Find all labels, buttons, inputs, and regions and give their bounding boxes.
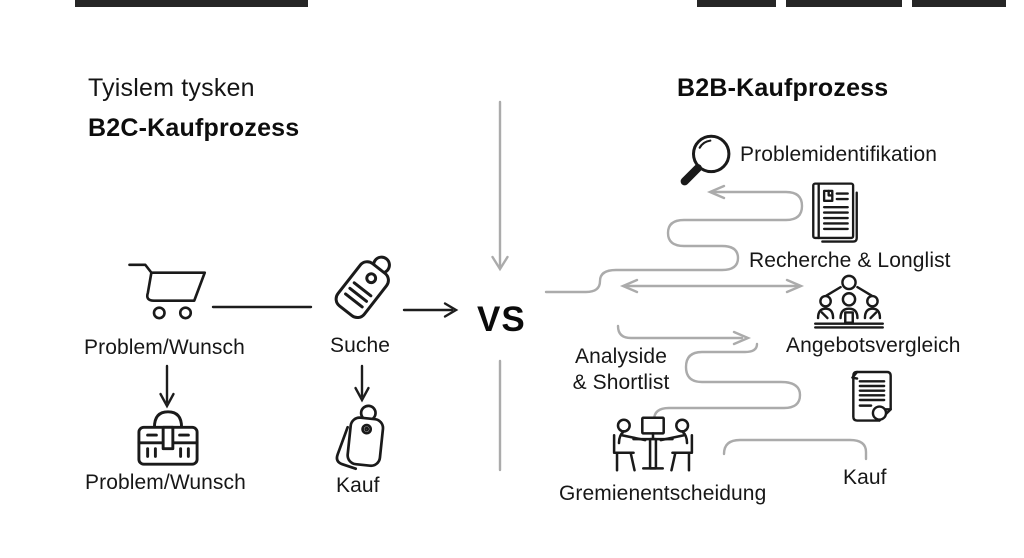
b2c-supertitle: Tyislem tysken (88, 74, 255, 102)
cropped-text-artifact (912, 0, 1006, 7)
magnifier-icon (680, 134, 731, 186)
b2b-step-label-line: Analyside (575, 345, 667, 368)
documents-icon (812, 182, 858, 243)
b2c-step-label: Suche (330, 334, 391, 357)
team-icon (814, 274, 884, 329)
b2c-title: B2C-Kaufprozess (88, 114, 300, 142)
cropped-text-artifact (75, 0, 308, 7)
b2b-step-label-line: & Shortlist (572, 370, 670, 394)
meeting-icon (612, 416, 694, 472)
b2b-step-label: Analyside & Shortlist (562, 344, 680, 395)
cropped-text-artifact (786, 0, 902, 7)
b2b-step-label: Problemidentifikation (740, 143, 938, 166)
b2b-title: B2B-Kaufprozess (677, 74, 889, 102)
handbag-icon (137, 410, 199, 466)
b2b-step-label: Recherche & Longlist (749, 249, 951, 272)
cropped-text-artifact (697, 0, 776, 7)
b2c-step-label: Problem/Wunsch (85, 471, 246, 494)
b2b-step-label: Angebotsvergleich (786, 334, 961, 357)
shopping-cart-icon (128, 263, 207, 320)
b2b-step-label: Gremienentscheidung (559, 482, 767, 505)
price-tag-icon (334, 255, 391, 320)
contract-icon (851, 370, 892, 422)
shopping-bag-icon (335, 404, 385, 471)
vs-label: VS (477, 300, 526, 339)
b2c-step-label: Problem/Wunsch (84, 336, 245, 359)
b2b-step-label: Kauf (843, 466, 887, 489)
b2c-step-label: Kauf (336, 474, 380, 497)
